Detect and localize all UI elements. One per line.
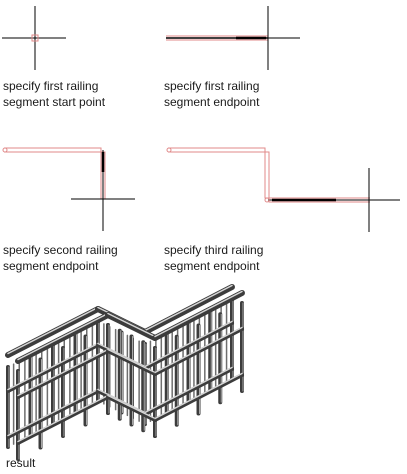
railing-rail-highlight (7, 306, 99, 355)
crosshair-cursor-icon (336, 168, 400, 232)
railing-rail-highlight (107, 348, 156, 374)
railing-rail (152, 290, 245, 341)
step4-caption: specify third railing segment endpoint (164, 242, 263, 274)
step1-caption-line1: specify first railing (3, 79, 99, 93)
railing-rails (5, 284, 245, 445)
railing-rail-highlight (144, 320, 233, 368)
railing-rail (153, 373, 244, 422)
railing-rail-highlight (154, 290, 243, 338)
step4-caption-line1: specify third railing (164, 243, 264, 257)
step3-caption-line2: segment endpoint (3, 259, 99, 273)
railing-rail-highlight (154, 372, 243, 420)
railing-rail-highlight (97, 342, 146, 368)
railing-rail (106, 395, 157, 422)
step2-caption-line2: segment endpoint (164, 95, 260, 109)
railing-rail (142, 284, 235, 335)
railing-rail (16, 395, 110, 445)
crosshair-cursor-icon (71, 167, 135, 231)
crosshair-cursor-icon (2, 6, 66, 70)
railing-rail (105, 312, 158, 341)
railing-rail (15, 312, 111, 364)
railing-rail (143, 367, 234, 416)
result-caption-text: result (6, 456, 36, 470)
crosshair-cursor-icon (236, 6, 300, 70)
railing-rail (153, 327, 244, 376)
railing-rail (6, 389, 100, 439)
railing-rail-highlight (144, 284, 233, 332)
railing-rail-highlight (144, 366, 233, 414)
railing-rail (5, 306, 101, 358)
railing-rail (106, 349, 157, 376)
railing-rail-highlight (17, 312, 109, 361)
railing-rail (6, 343, 100, 393)
result-caption: result (6, 455, 35, 471)
railing-rail-highlight (107, 394, 156, 420)
railing-rail-highlight (97, 388, 146, 414)
railing-rail (16, 349, 110, 399)
step2-caption-line1: specify first railing (164, 79, 260, 93)
railing-rail-highlight (17, 348, 109, 397)
railing-rail-highlight (7, 388, 99, 437)
step2-caption: specify first railing segment endpoint (164, 78, 259, 110)
railing-rail-highlight (17, 394, 109, 443)
railing-rail-highlight (107, 312, 156, 338)
step3-caption-line1: specify second railing (3, 243, 118, 257)
step3-caption: specify second railing segment endpoint (3, 242, 118, 274)
railing-rail (143, 321, 234, 370)
railing-rail-highlight (7, 342, 99, 391)
step1-caption-line2: segment start point (3, 95, 106, 109)
step1-caption: specify first railing segment start poin… (3, 78, 105, 110)
step4-caption-line2: segment endpoint (164, 259, 260, 273)
railing-rail-highlight (154, 326, 243, 374)
